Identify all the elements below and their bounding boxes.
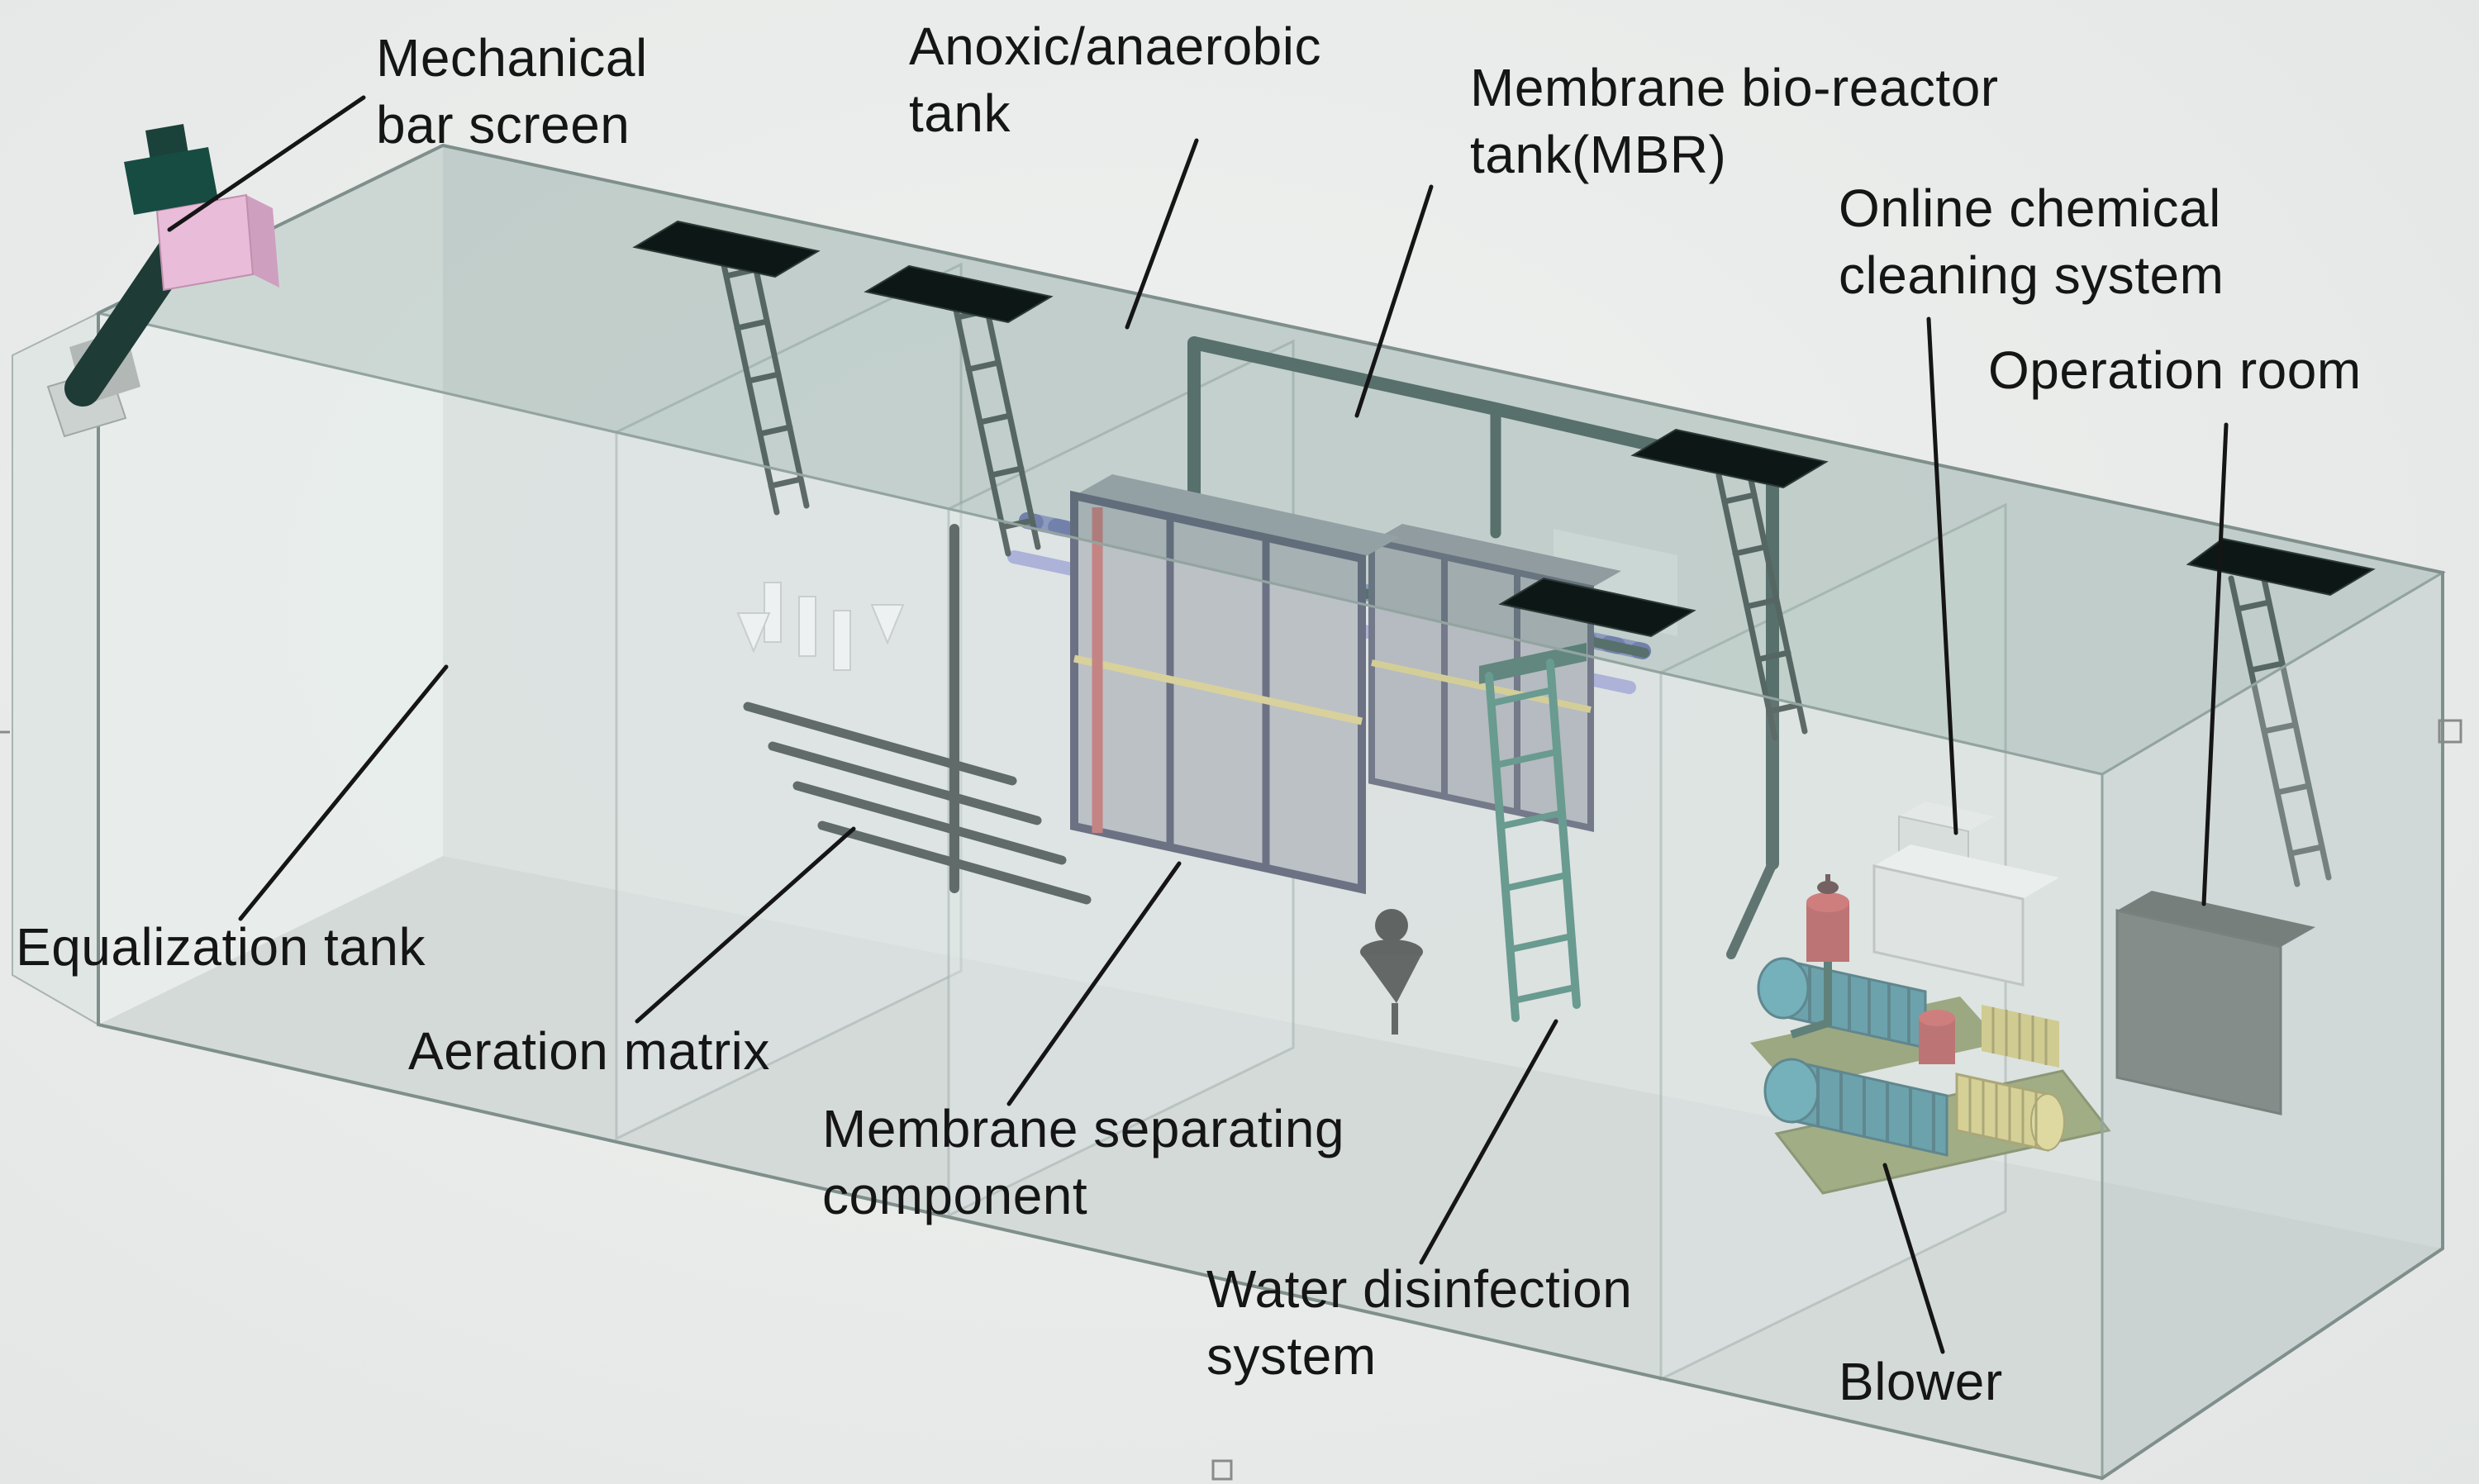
roof-hatch [2186,537,2376,597]
clean-tank-body [1872,864,2025,987]
label-operation-room: Operation room [1988,340,2362,400]
screen-box-front [155,193,255,292]
aeration-pipe [768,741,1042,825]
motor-ribs [1991,1007,2048,1065]
stray-square [1211,1459,1233,1481]
label-aeration-matrix: Aeration matrix [408,1021,770,1081]
leader-operation-room [2201,422,2229,906]
frame-rung [1497,810,1565,830]
aeration-pipe [817,820,1092,905]
pump-pipe [1790,962,1832,1039]
blower-ribs [1816,1067,1935,1152]
ladder [717,240,810,516]
leader-equalization-tank [238,664,449,921]
module-top [1372,524,1621,588]
label-online-chemical-cleaning: Online chemical cleaning system [1839,178,2224,305]
pipe-drop [1726,859,1777,959]
leader-aeration-matrix [635,826,856,1024]
funnel-ball [1375,909,1408,942]
red-tank-top [1919,1010,1955,1026]
tank-floor [98,856,2443,1478]
left-inner-wall [98,145,443,1025]
roof-hatches [632,220,2376,638]
frame-rung [1507,933,1575,953]
label-blower: Blower [1839,1352,2003,1411]
roof-hatch [632,220,821,278]
leader-anoxic-tank [1125,138,1199,330]
module-band [1073,654,1363,725]
stray-square [2438,719,2462,744]
motor-ribs [1968,1077,2038,1148]
white-pipe [798,596,816,657]
label-anoxic-anaerobic-tank: Anoxic/anaerobic tank [909,17,1321,143]
roof-hatch [1630,428,1829,489]
label-membrane-separating-component: Membrane separating component [822,1099,1345,1225]
frame-rail [1485,672,1520,1022]
frame-rung [1511,984,1578,1004]
stray-marks [0,719,2462,1481]
clean-tank-step-top [1899,801,1995,831]
frame-rung [1492,749,1560,768]
screen-box-side [246,195,279,288]
white-pipe [833,610,851,671]
clean-tank-top [1874,844,2059,899]
frame-rung [1488,687,1556,706]
white-funnel [870,604,905,645]
roof-hatch [864,264,1054,324]
pump-body [1806,902,1849,962]
roof-hatch [1498,577,1696,638]
white-funnel [736,612,771,654]
module-top [1074,474,1400,559]
leader-water-disinfection [1419,1019,1558,1265]
aeration-pipe [743,702,1017,786]
label-water-disinfection-system: Water disinfection system [1206,1259,1633,1386]
frame-rung [1502,872,1570,892]
label-membrane-bioreactor-tank: Membrane bio-reactor tank(MBR) [1470,58,1999,184]
red-tank [1919,1018,1955,1064]
membrane-module-front [1070,474,1400,895]
anoxic-pipes [736,582,905,671]
aeration-pipe [792,781,1067,865]
leader-lines [167,95,2229,1354]
pump-top [1806,892,1849,912]
screen-cap [124,147,218,215]
blower-skid [1750,874,2111,1195]
aeration-matrix [743,524,1092,905]
leader-mechanical-bar-screen [167,95,366,232]
partition-wall [615,262,963,1141]
funnel-cone [1362,955,1421,1003]
label-mechanical-bar-screen: Mechanical bar screen [376,28,648,155]
motor-end [2030,1093,2065,1151]
container-outline [97,143,2444,1481]
leader-blower [1882,1163,1945,1354]
funnel-fitting [1360,909,1423,1035]
frame-cap [1479,643,1587,684]
leader-membrane-component [1006,861,1182,1106]
ladder [1715,465,1808,741]
label-equalization-tank: Equalization tank [16,917,426,977]
chemical-cleaning-tank [1872,801,2059,987]
leader-mbr-tank [1354,184,1434,418]
frame-rail [1546,659,1581,1009]
disinfection-frame [1479,643,1587,1022]
leader-chemical-cleaning [1926,316,1958,835]
